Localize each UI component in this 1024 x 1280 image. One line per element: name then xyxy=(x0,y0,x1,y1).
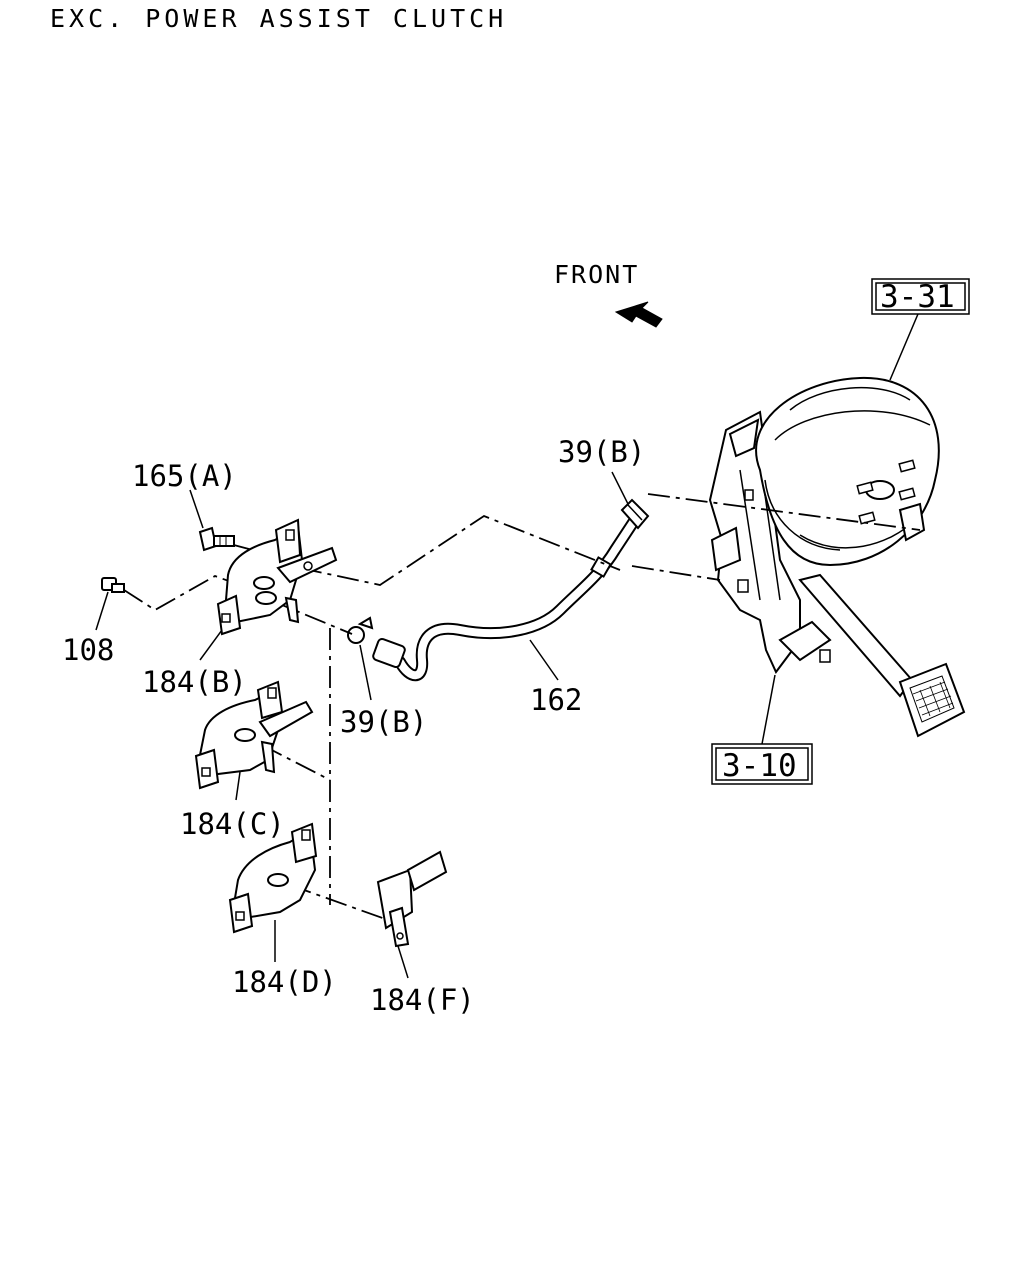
reference-box-3-10[interactable]: 3-10 xyxy=(711,743,813,785)
clip-184f xyxy=(376,850,448,948)
clip-184d xyxy=(228,822,318,934)
callout-184f: 184(F) xyxy=(370,983,475,1017)
clip-184b xyxy=(216,518,338,636)
bolt-108 xyxy=(101,577,125,593)
callout-165a: 165(A) xyxy=(132,459,237,493)
callout-108: 108 xyxy=(62,633,114,667)
callout-184c: 184(C) xyxy=(180,807,285,841)
callout-184b: 184(B) xyxy=(142,665,247,699)
clip-184c xyxy=(194,680,314,790)
leader-lines xyxy=(95,471,629,979)
reference-box-label: 3-31 xyxy=(880,279,955,315)
page-title: EXC. POWER ASSIST CLUTCH xyxy=(50,4,508,33)
fluid-line-162 xyxy=(372,509,644,682)
reference-box-label: 3-10 xyxy=(722,748,797,784)
callout-184d: 184(D) xyxy=(232,965,337,999)
callout-39b-top: 39(B) xyxy=(558,435,645,469)
front-label: FRONT xyxy=(554,260,639,289)
leader-line xyxy=(889,313,919,381)
reference-box-3-31[interactable]: 3-31 xyxy=(871,278,970,315)
front-arrow-icon xyxy=(614,301,663,328)
leader-line xyxy=(761,674,776,745)
callout-162: 162 xyxy=(530,683,582,717)
fitting-39b-top xyxy=(620,498,650,530)
pedal-bracket-assembly xyxy=(708,376,966,738)
stud-bolts xyxy=(856,459,916,525)
clamp-39b-mid xyxy=(347,616,374,644)
callout-39b-mid: 39(B) xyxy=(340,705,427,739)
bolt-165a xyxy=(198,526,235,552)
